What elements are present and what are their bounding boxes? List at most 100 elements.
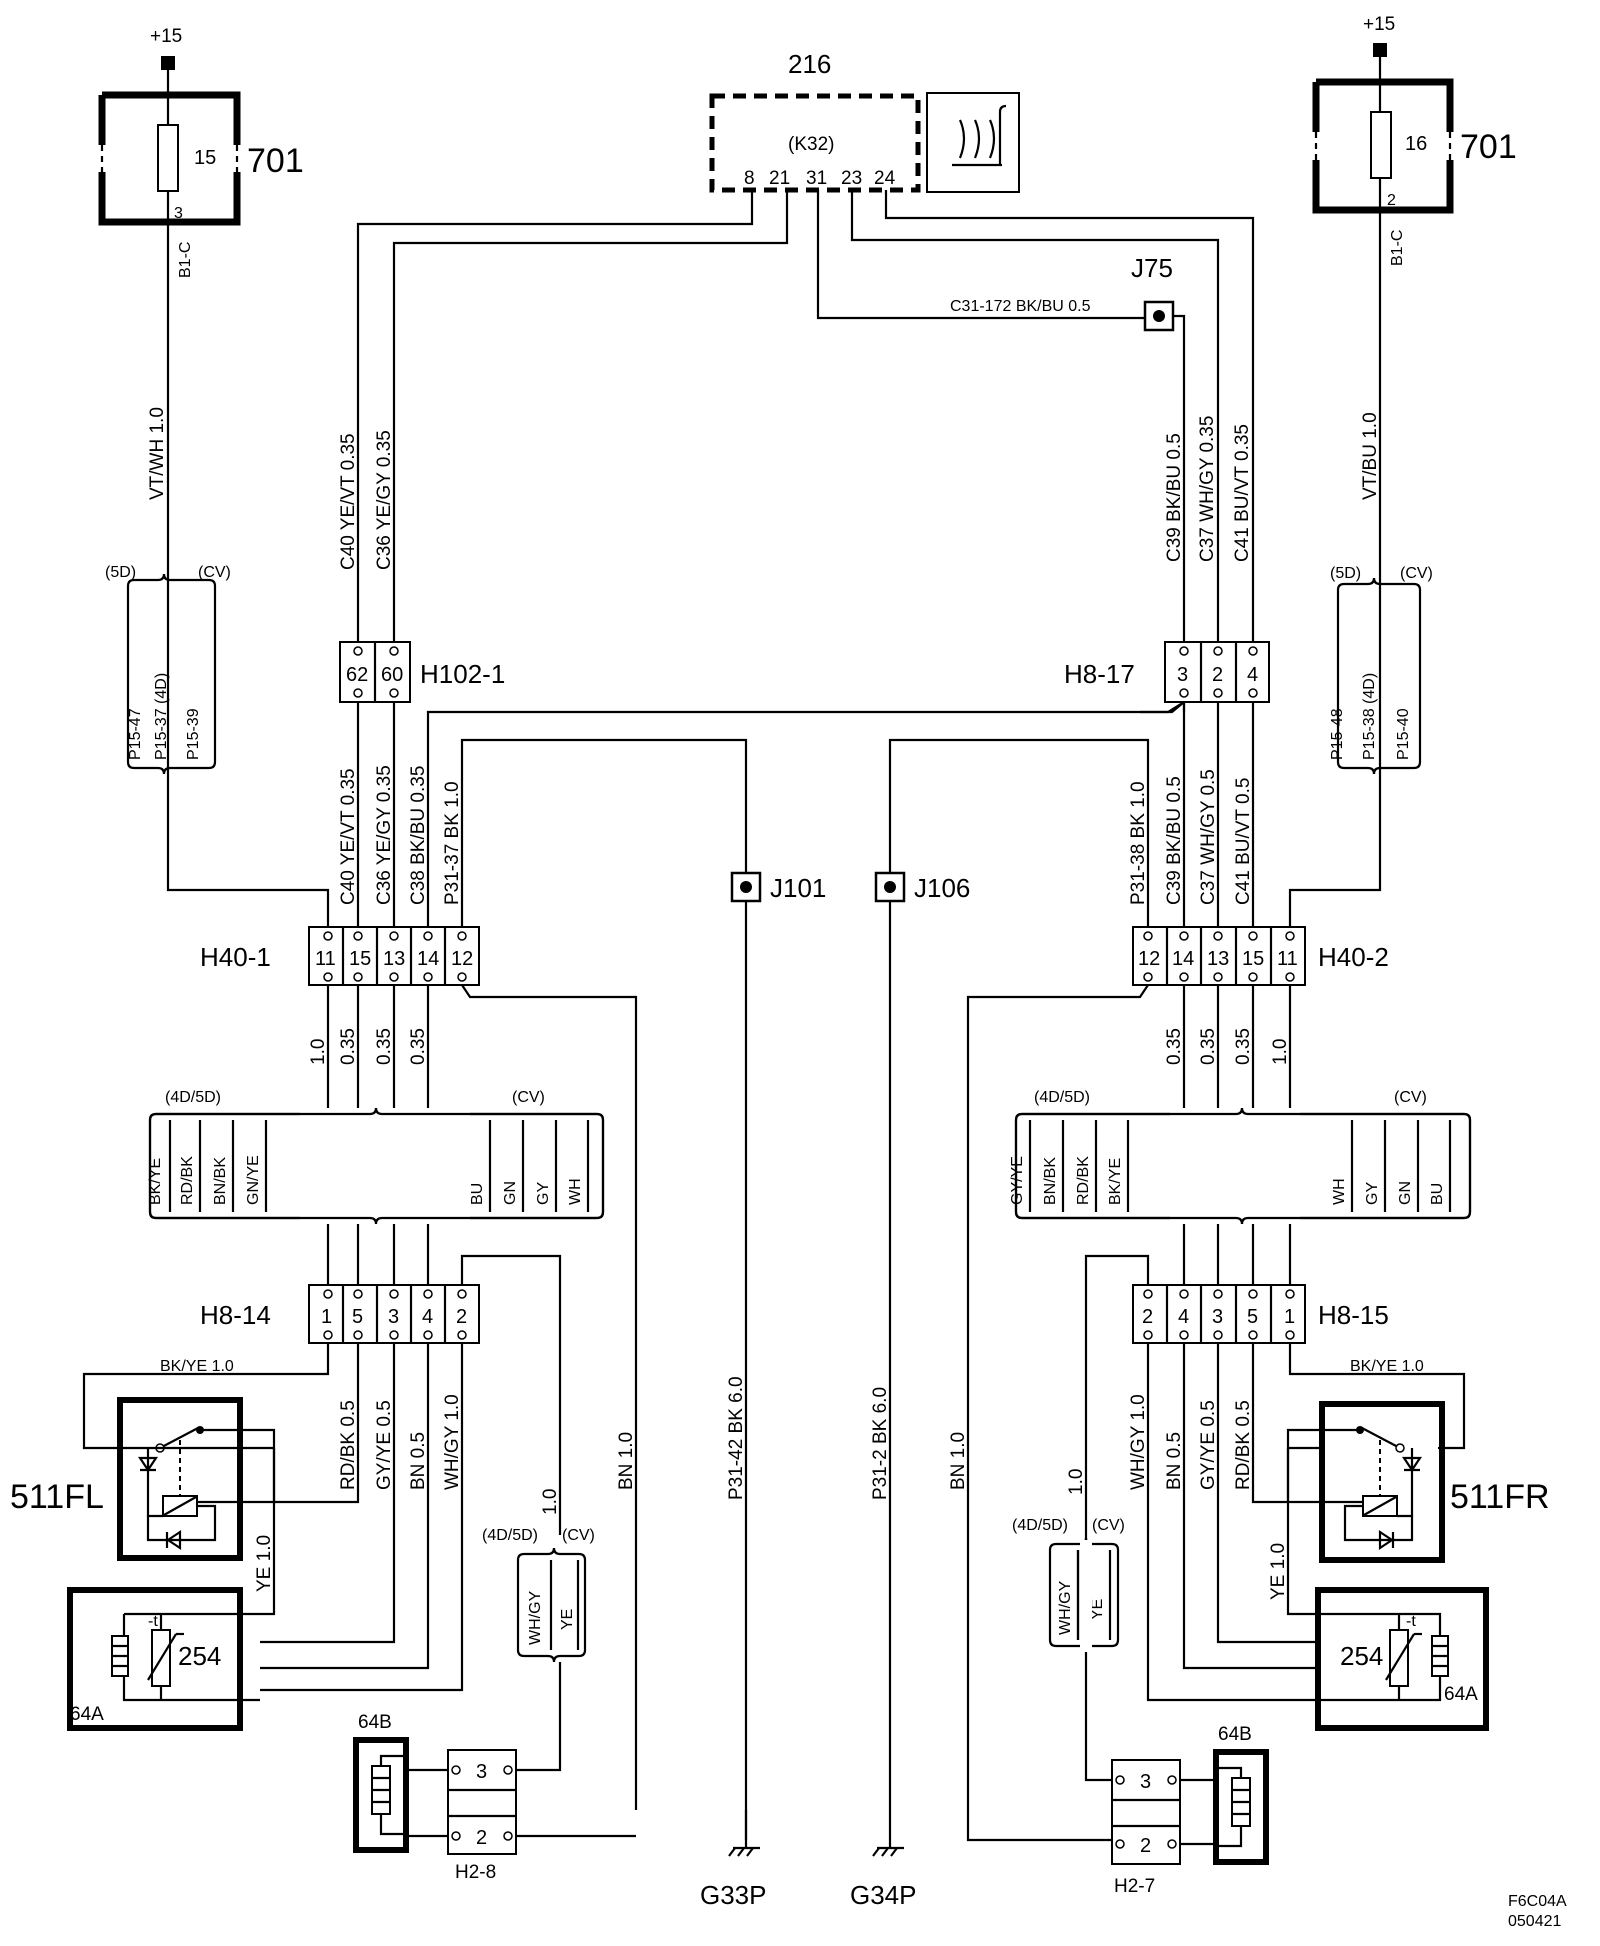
fuse-left-number: 15 (194, 147, 216, 169)
left-wire-code: B1-C (177, 242, 194, 278)
h8-15-pin-4: 4 (1178, 1306, 1189, 1328)
svg-text:-t: -t (1406, 1613, 1416, 1630)
supply-left-label: +15 (150, 26, 182, 47)
h8-15-pin-3: 3 (1212, 1306, 1223, 1328)
h40-2-pin-12: 12 (1138, 948, 1160, 970)
module-code: (K32) (788, 134, 834, 155)
left-mid-cv-4: WH (567, 1178, 584, 1205)
module-pin-21: 21 (769, 168, 790, 189)
ground-g34p: G34P (850, 1846, 917, 1910)
h8-14-pin-3: 3 (388, 1306, 399, 1328)
seat-heater-symbol (952, 104, 1007, 167)
h8-17-label: H8-17 (1064, 659, 1135, 689)
h8-14-pin-5: 5 (352, 1306, 363, 1328)
fusebox-right-pin: 2 (1387, 192, 1396, 209)
heater-right-label: 254 (1340, 1641, 1383, 1671)
h40-2-pin-15: 15 (1242, 948, 1264, 970)
right-mid-45-1: GY/YE (1009, 1156, 1026, 1205)
connector-h40-2: 12 14 13 15 11 H40-2 (1132, 926, 1389, 986)
junction-j101: J101 (730, 871, 826, 903)
elem-64a-left-label: 64A (70, 1704, 104, 1725)
h2-7-pin-3: 3 (1140, 1771, 1151, 1793)
supply-right: +15 (1363, 14, 1395, 57)
junction-j75-wire: C31-172 BK/BU 0.5 (950, 298, 1091, 315)
variant-right-mid-cv: (CV) (1394, 1089, 1427, 1106)
svg-text:-t: -t (148, 1613, 158, 1630)
h8-14-label: H8-14 (200, 1300, 271, 1330)
left-bn10-wire: BN 1.0 (616, 1432, 637, 1490)
element-64b-left: 64B (353, 1712, 409, 1853)
supply-right-label: +15 (1363, 14, 1395, 35)
left-size-4: 0.35 (408, 1028, 429, 1065)
fusebox-left: 15 701 3 (97, 91, 304, 226)
h8-17-pin-3: 3 (1177, 664, 1188, 686)
wire-mid-right-2: C39 BK/BU 0.5 (1164, 776, 1185, 905)
module-pin-23: 23 (841, 168, 862, 189)
h8-17-pin-4: 4 (1247, 664, 1258, 686)
switch-511fl: 511FL (10, 1397, 276, 1561)
fusebox-left-id: 701 (247, 142, 304, 180)
right-size-1: 0.35 (1164, 1028, 1185, 1065)
variant-right-low-4d5d: (4D/5D) (1012, 1517, 1068, 1534)
wire-mid-right-3: C37 WH/GY 0.5 (1198, 769, 1219, 905)
junction-j106: J106 (874, 871, 970, 903)
connector-h8-14: 1 5 3 4 2 H8-14 (200, 1284, 480, 1344)
h40-1-pin-13: 13 (383, 948, 405, 970)
right-mid-cv-2: GY (1364, 1182, 1381, 1205)
variant-right-mid-4d5d: (4D/5D) (1034, 1089, 1090, 1106)
right-size-3: 0.35 (1233, 1028, 1254, 1065)
h40-2-pin-14: 14 (1172, 948, 1194, 970)
connector-h8-15: 2 4 3 5 1 H8-15 (1132, 1284, 1389, 1344)
h2-7-label: H2-7 (1114, 1876, 1155, 1897)
module-pin-31: 31 (806, 168, 827, 189)
variant-left-mid-4d5d: (4D/5D) (165, 1089, 221, 1106)
module-pin-8: 8 (744, 168, 755, 189)
fusebox-left-pin: 3 (174, 205, 183, 222)
fuse-right-number: 16 (1405, 133, 1427, 155)
right-mid-45-2: BN/BK (1042, 1157, 1059, 1205)
right-mid-cv-3: GN (1397, 1181, 1414, 1205)
h8-15-pin-2: 2 (1142, 1306, 1153, 1328)
fuse-16 (1370, 111, 1392, 179)
elem-64b-right-label: 64B (1218, 1724, 1252, 1745)
right-mid-cv-1: WH (1331, 1178, 1348, 1205)
left-size-1: 1.0 (308, 1039, 329, 1065)
h8-15-pin-1: 1 (1284, 1306, 1295, 1328)
h2-8-pin-2: 2 (476, 1827, 487, 1849)
h40-2-pin-11: 11 (1277, 948, 1298, 970)
wire-top-left-2: C36 YE/GY 0.35 (374, 430, 395, 570)
left-low-size: 1.0 (540, 1489, 561, 1515)
h40-1-pin-12: 12 (451, 948, 473, 970)
variant-left-mid-cv: (CV) (512, 1089, 545, 1106)
left-gyye-wire: GY/YE 0.5 (374, 1400, 395, 1490)
variant-right-top-item-3: P15-40 (1395, 708, 1412, 760)
right-low-size: 1.0 (1066, 1469, 1087, 1495)
h40-2-label: H40-2 (1318, 942, 1389, 972)
connector-h102-1: 62 60 H102-1 (339, 641, 505, 703)
variant-right-top-cv: (CV) (1400, 565, 1433, 582)
left-ground-wire: P31-42 BK 6.0 (726, 1376, 747, 1500)
right-ground-wire: P31-2 BK 6.0 (870, 1387, 891, 1500)
wire-top-right-2: C37 WH/GY 0.35 (1197, 416, 1218, 562)
fuse-15 (157, 124, 179, 192)
heater-254-left: -t 254 64A (67, 1587, 260, 1731)
right-size-2: 0.35 (1198, 1028, 1219, 1065)
left-mid-cv-2: GN (502, 1181, 519, 1205)
left-size-2: 0.35 (338, 1028, 359, 1065)
h2-8-pin-3: 3 (476, 1761, 487, 1783)
variant-left-top-cv: (CV) (198, 564, 231, 581)
ground-g33p-label: G33P (700, 1880, 767, 1910)
right-bn-wire: BN 0.5 (1164, 1432, 1185, 1490)
variant-right-top: (5D) (CV) P15-48 P15-38 (4D) P15-40 (1329, 565, 1433, 775)
h40-2-pin-13: 13 (1207, 948, 1229, 970)
right-mid-45-3: RD/BK (1075, 1156, 1092, 1205)
fusebox-right-id: 701 (1460, 128, 1517, 166)
h8-15-label: H8-15 (1318, 1300, 1389, 1330)
supply-left: +15 (150, 26, 182, 70)
connector-h2-7: 3 2 H2-7 (1111, 1759, 1181, 1897)
h8-15-pin-5: 5 (1247, 1306, 1258, 1328)
variant-left-top-item-2: P15-37 (4D) (153, 673, 170, 760)
variant-left-top-item-3: P15-39 (185, 708, 202, 760)
h40-1-pin-14: 14 (417, 948, 439, 970)
